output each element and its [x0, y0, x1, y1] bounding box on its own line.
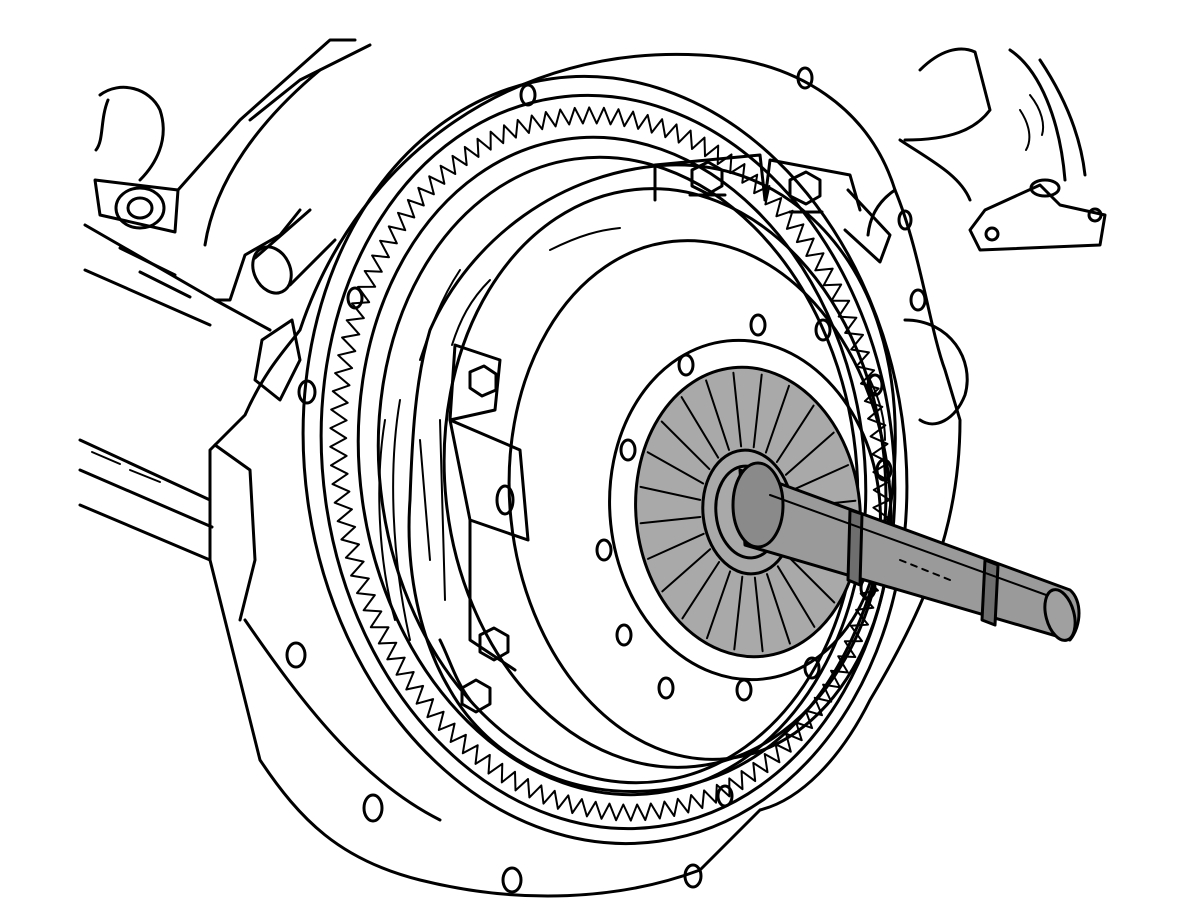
- disc-spline-line: [706, 570, 732, 640]
- bolt-head-left-bottom: [460, 678, 492, 714]
- disc-spline-line: [764, 384, 790, 454]
- disc-spline-line: [775, 404, 815, 463]
- flywheel: [301, 74, 909, 846]
- disc-spline-line: [732, 371, 743, 448]
- disc-spline-line: [791, 464, 849, 492]
- disc-spline-line: [785, 553, 836, 604]
- disc-spline-line: [660, 420, 711, 471]
- disc-spline-line: [639, 485, 702, 501]
- bolt-head-top-left: [690, 160, 724, 196]
- disc-spline-line: [705, 379, 730, 451]
- ring-gear: [329, 106, 891, 822]
- disc-spline-line: [639, 516, 702, 525]
- disc-spline-line: [753, 576, 764, 653]
- bolt-head-left-upper: [468, 364, 498, 398]
- disc-spline-segments: [639, 371, 857, 653]
- disc-spline-line: [647, 532, 705, 560]
- alignment-shaft: [731, 461, 1081, 642]
- disc-spline-line: [766, 573, 791, 645]
- disc-spline-line: [661, 548, 712, 593]
- disc-spline-line: [752, 373, 763, 449]
- disc-spline-line: [681, 561, 721, 620]
- disc-spline-line: [680, 396, 720, 459]
- engine-block: [78, 38, 372, 562]
- clutch-pressure-plate: [378, 153, 969, 793]
- bolt-head-top-right: [788, 170, 822, 206]
- disc-spline-line: [733, 575, 744, 651]
- disc-spline-line: [646, 451, 705, 485]
- disc-spline-line: [776, 565, 816, 628]
- bolt-head-left-lower: [478, 626, 510, 662]
- disc-spline-line: [784, 431, 835, 476]
- exhaust-pipe: [898, 47, 1107, 252]
- ring-gear-teeth: [329, 106, 891, 822]
